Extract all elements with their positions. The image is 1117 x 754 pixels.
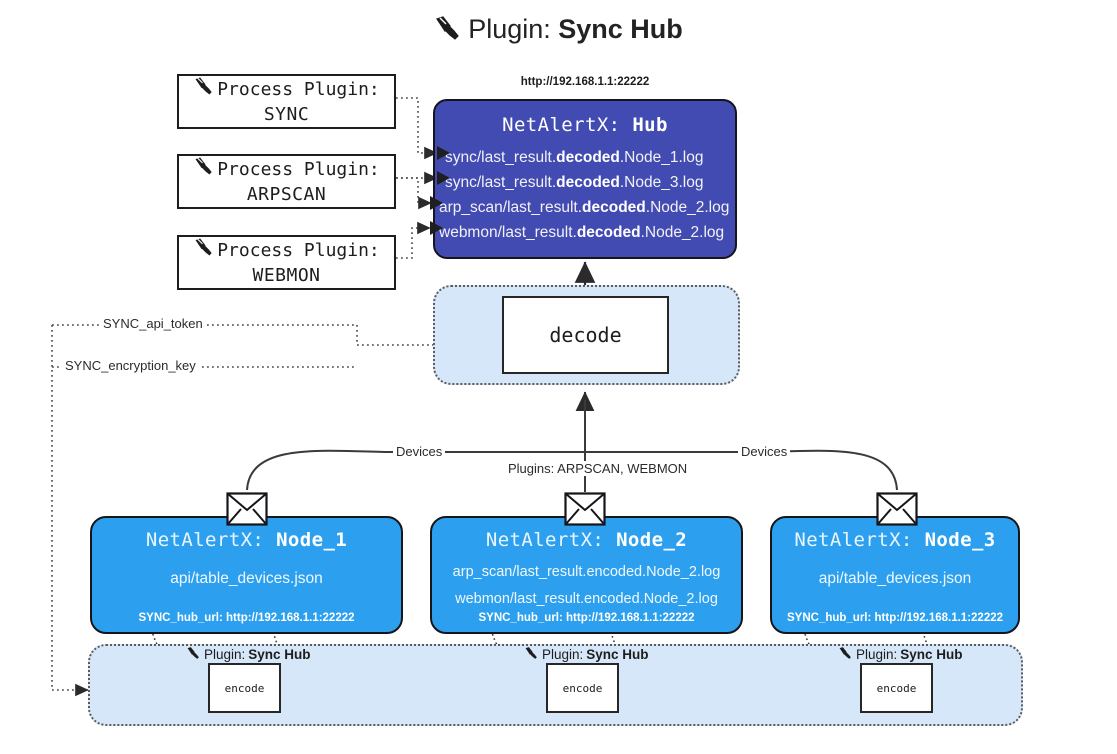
node-hub-url: SYNC_hub_url: http://192.168.1.1:22222 bbox=[786, 612, 1004, 624]
process-plugin-line1: Process Plugin: bbox=[217, 239, 380, 261]
process-plugin-line1: Process Plugin: bbox=[217, 158, 380, 180]
process-plugin-line1: Process Plugin: bbox=[217, 78, 380, 100]
encoder-plugin-label: Plugin: Sync Hub bbox=[186, 646, 311, 663]
hub-log-line: sync/last_result.decoded.Node_1.log bbox=[445, 149, 704, 166]
plugins-label-center: Plugins: ARPSCAN, WEBMON bbox=[505, 461, 691, 476]
envelope-icon bbox=[226, 492, 268, 531]
plug-icon bbox=[193, 156, 215, 183]
plug-icon bbox=[193, 76, 215, 103]
plugin-to-hub-connectors bbox=[396, 97, 438, 259]
process-plugin-box-webmon[interactable]: Process Plugin: WEBMON bbox=[177, 235, 396, 290]
node-title: NetAlertX: Node_3 bbox=[794, 529, 996, 551]
node-line: api/table_devices.json bbox=[818, 570, 972, 587]
node-line: webmon/last_result.encoded.Node_2.log bbox=[455, 591, 718, 607]
encoder-plugin-label: Plugin: Sync Hub bbox=[838, 646, 963, 663]
node-line: arp_scan/last_result.encoded.Node_2.log bbox=[452, 564, 721, 580]
hub-title-prefix: NetAlertX: bbox=[502, 114, 621, 136]
encode-box-node-3[interactable]: encode bbox=[860, 663, 933, 713]
nodes-to-decode-edges bbox=[246, 391, 898, 492]
node-line: api/table_devices.json bbox=[170, 570, 323, 587]
plug-icon bbox=[838, 646, 853, 663]
hub-box[interactable]: NetAlertX: Hub sync/last_result.decoded.… bbox=[433, 99, 737, 259]
process-plugin-line2: WEBMON bbox=[252, 265, 321, 286]
encode-box-node-2[interactable]: encode bbox=[546, 663, 619, 713]
hub-log-line: webmon/last_result.decoded.Node_2.log bbox=[439, 224, 725, 241]
page-title: Plugin: Sync Hub bbox=[0, 14, 1117, 48]
hub-title-name: Hub bbox=[632, 114, 668, 136]
sync-api-token-label: SYNC_api_token bbox=[100, 316, 206, 331]
node-hub-url: SYNC_hub_url: http://192.168.1.1:22222 bbox=[138, 612, 355, 624]
page-title-prefix: Plugin: bbox=[468, 14, 551, 44]
hub-log-list: sync/last_result.decoded.Node_1.log sync… bbox=[435, 145, 735, 245]
node-hub-url: SYNC_hub_url: http://192.168.1.1:22222 bbox=[478, 612, 695, 624]
hub-log-line: sync/last_result.decoded.Node_3.log bbox=[445, 174, 704, 191]
decode-box[interactable]: decode bbox=[502, 296, 669, 374]
hub-url-label: http://192.168.1.1:22222 bbox=[520, 76, 650, 88]
process-plugin-box-arpscan[interactable]: Process Plugin: ARPSCAN bbox=[177, 154, 396, 209]
process-plugin-line2: ARPSCAN bbox=[246, 184, 327, 205]
node-box-node-3[interactable]: NetAlertX: Node_3 api/table_devices.json… bbox=[770, 516, 1020, 634]
hub-title: NetAlertX: Hub bbox=[435, 114, 735, 136]
plug-icon bbox=[524, 646, 539, 663]
page-title-name: Sync Hub bbox=[558, 14, 683, 44]
devices-label-right: Devices bbox=[738, 444, 791, 459]
envelope-icon bbox=[876, 492, 918, 531]
encode-box-node-1[interactable]: encode bbox=[208, 663, 281, 713]
node-title: NetAlertX: Node_2 bbox=[485, 529, 688, 551]
envelope-icon bbox=[564, 492, 606, 531]
node-title: NetAlertX: Node_1 bbox=[145, 529, 348, 551]
hub-log-line: arp_scan/last_result.decoded.Node_2.log bbox=[439, 199, 730, 216]
process-plugin-box-sync[interactable]: Process Plugin: SYNC bbox=[177, 74, 396, 129]
devices-label-left: Devices bbox=[393, 444, 446, 459]
plug-icon bbox=[186, 646, 201, 663]
plug-icon bbox=[434, 15, 462, 48]
secrets-connectors bbox=[51, 324, 498, 697]
node-box-node-1[interactable]: NetAlertX: Node_1 api/table_devices.json… bbox=[90, 516, 403, 634]
plug-icon bbox=[193, 237, 215, 264]
encoder-plugin-label: Plugin: Sync Hub bbox=[524, 646, 649, 663]
process-plugin-line2: SYNC bbox=[263, 104, 310, 125]
node-box-node-2[interactable]: NetAlertX: Node_2 arp_scan/last_result.e… bbox=[430, 516, 743, 634]
sync-encryption-key-label: SYNC_encryption_key bbox=[62, 358, 199, 373]
